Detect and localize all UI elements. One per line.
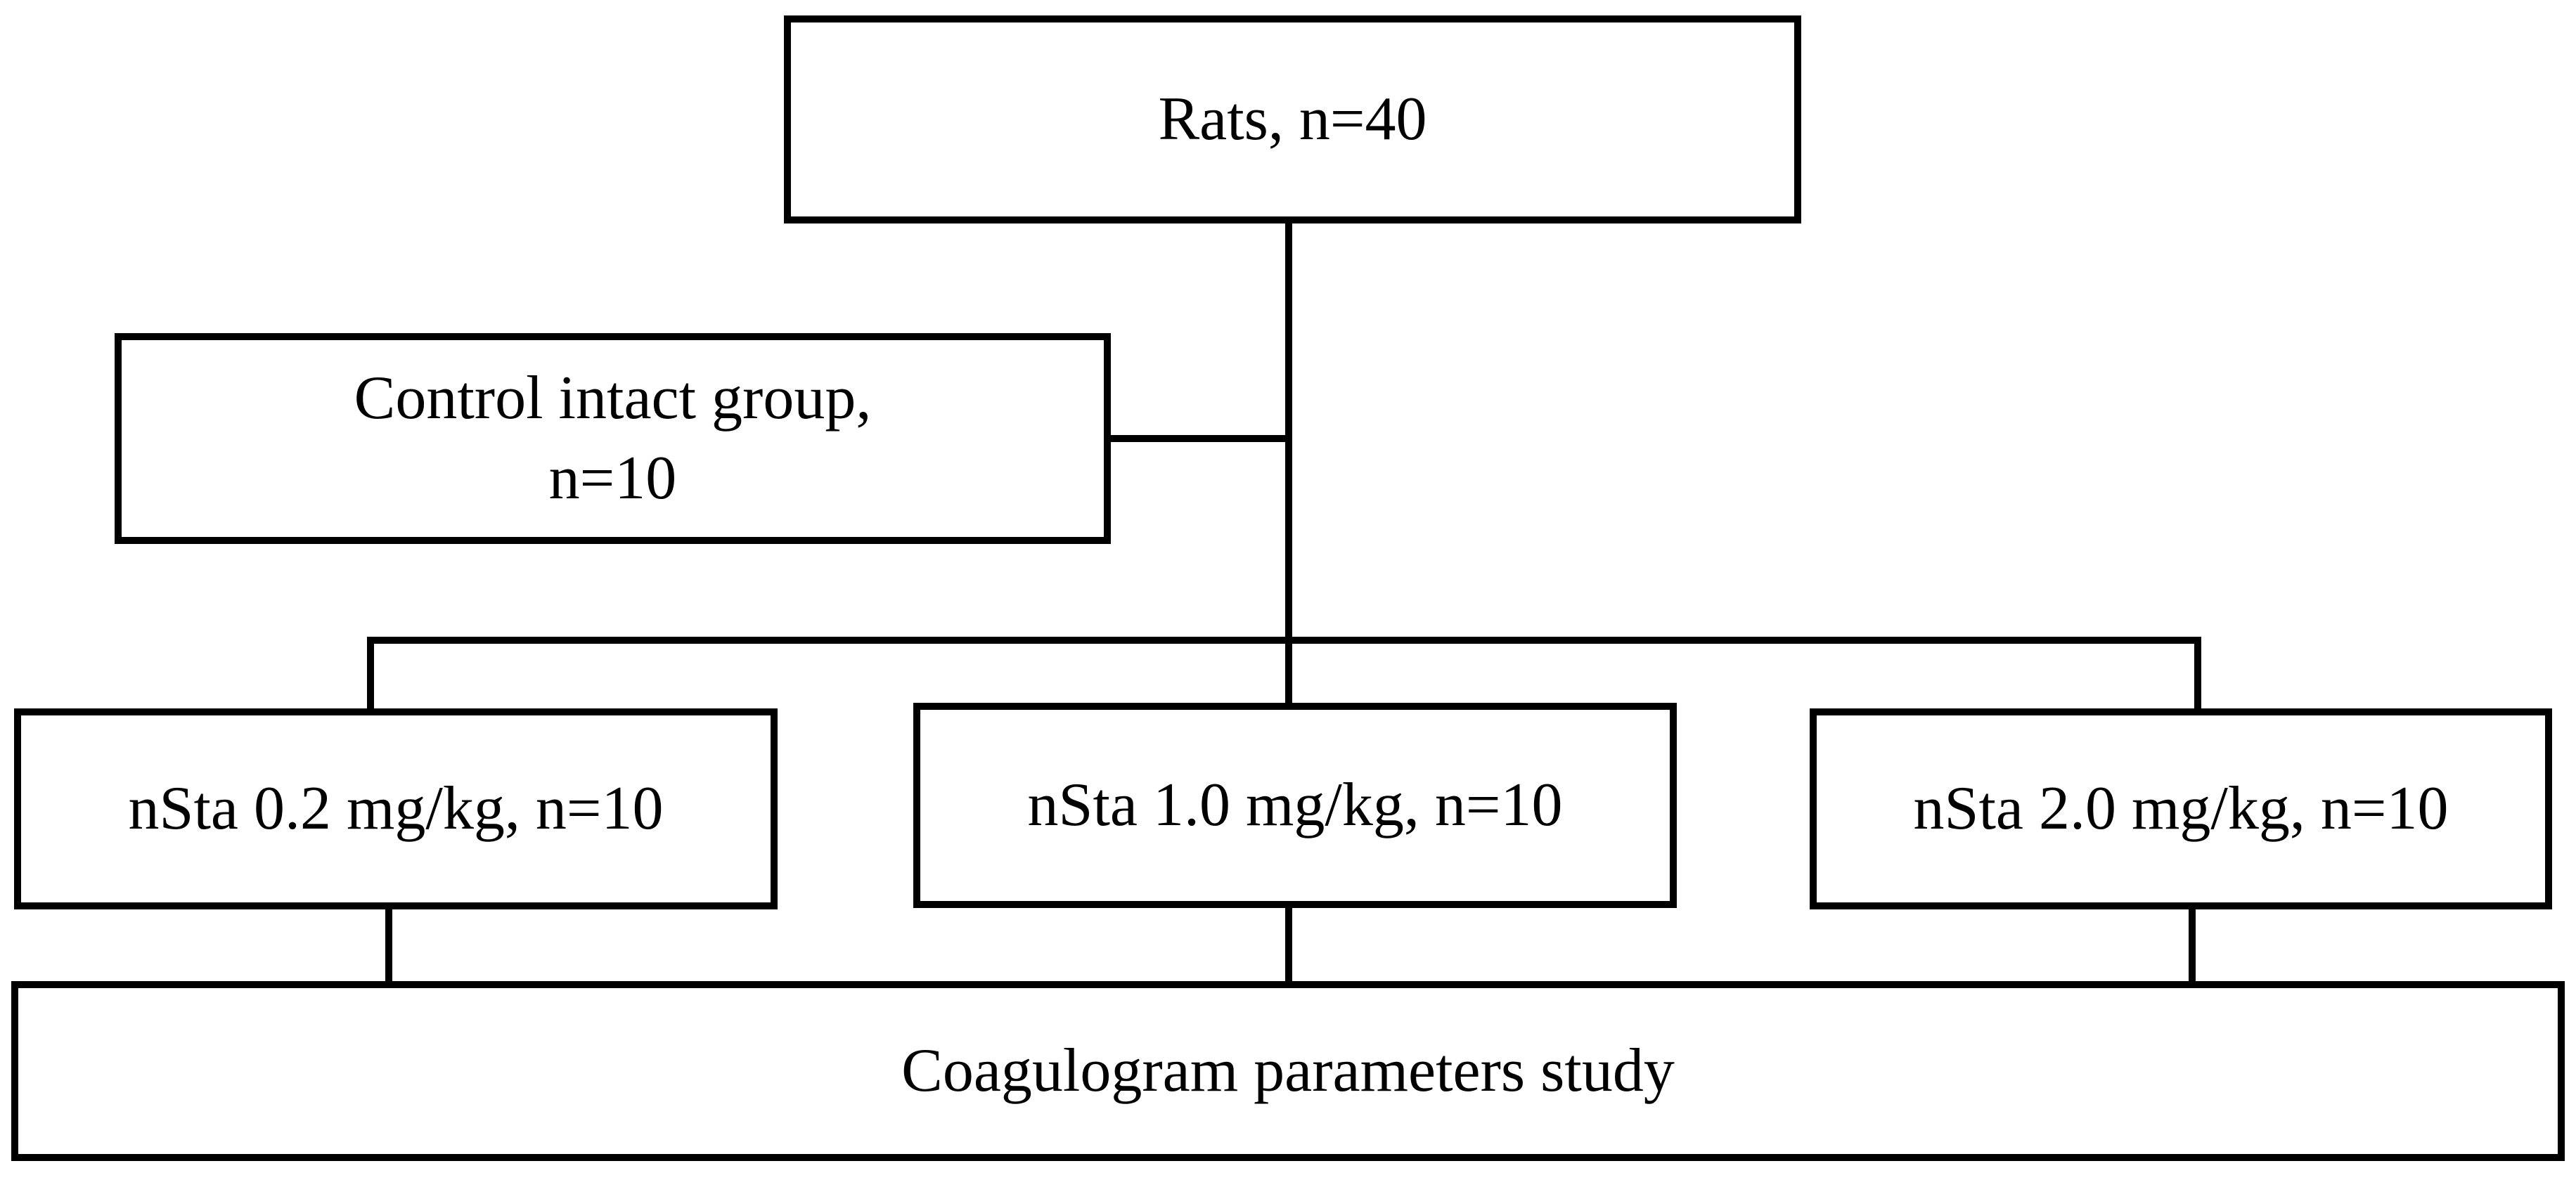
node-dose-10: nSta 1.0 mg/kg, n=10 xyxy=(913,703,1677,908)
node-dose-20-label: nSta 2.0 mg/kg, n=10 xyxy=(1913,774,2449,843)
node-rats: Rats, n=40 xyxy=(784,15,1801,223)
node-control-group-label: Control intact group, n=10 xyxy=(354,363,872,512)
connector-branch-to-dose-10 xyxy=(1285,637,1292,706)
node-outcome: Coagulogram parameters study xyxy=(11,981,2565,1161)
node-rats-label: Rats, n=40 xyxy=(1158,84,1427,153)
node-dose-10-label: nSta 1.0 mg/kg, n=10 xyxy=(1027,770,1563,839)
connector-rats-to-branch xyxy=(1285,218,1292,644)
node-control-group: Control intact group, n=10 xyxy=(115,333,1111,544)
node-dose-02-label: nSta 0.2 mg/kg, n=10 xyxy=(128,774,664,843)
connector-control-to-main-line xyxy=(1104,435,1288,442)
node-dose-20: nSta 2.0 mg/kg, n=10 xyxy=(1810,708,2552,909)
connector-dose-20-to-outcome xyxy=(2189,908,2196,983)
node-outcome-label: Coagulogram parameters study xyxy=(901,1036,1675,1105)
connector-branch-horizontal xyxy=(367,637,2201,644)
node-dose-02: nSta 0.2 mg/kg, n=10 xyxy=(14,708,778,909)
connector-branch-to-dose-02 xyxy=(367,637,374,710)
connector-branch-to-dose-20 xyxy=(2194,637,2201,710)
connector-dose-02-to-outcome xyxy=(385,908,392,983)
connector-dose-10-to-outcome xyxy=(1285,907,1292,983)
